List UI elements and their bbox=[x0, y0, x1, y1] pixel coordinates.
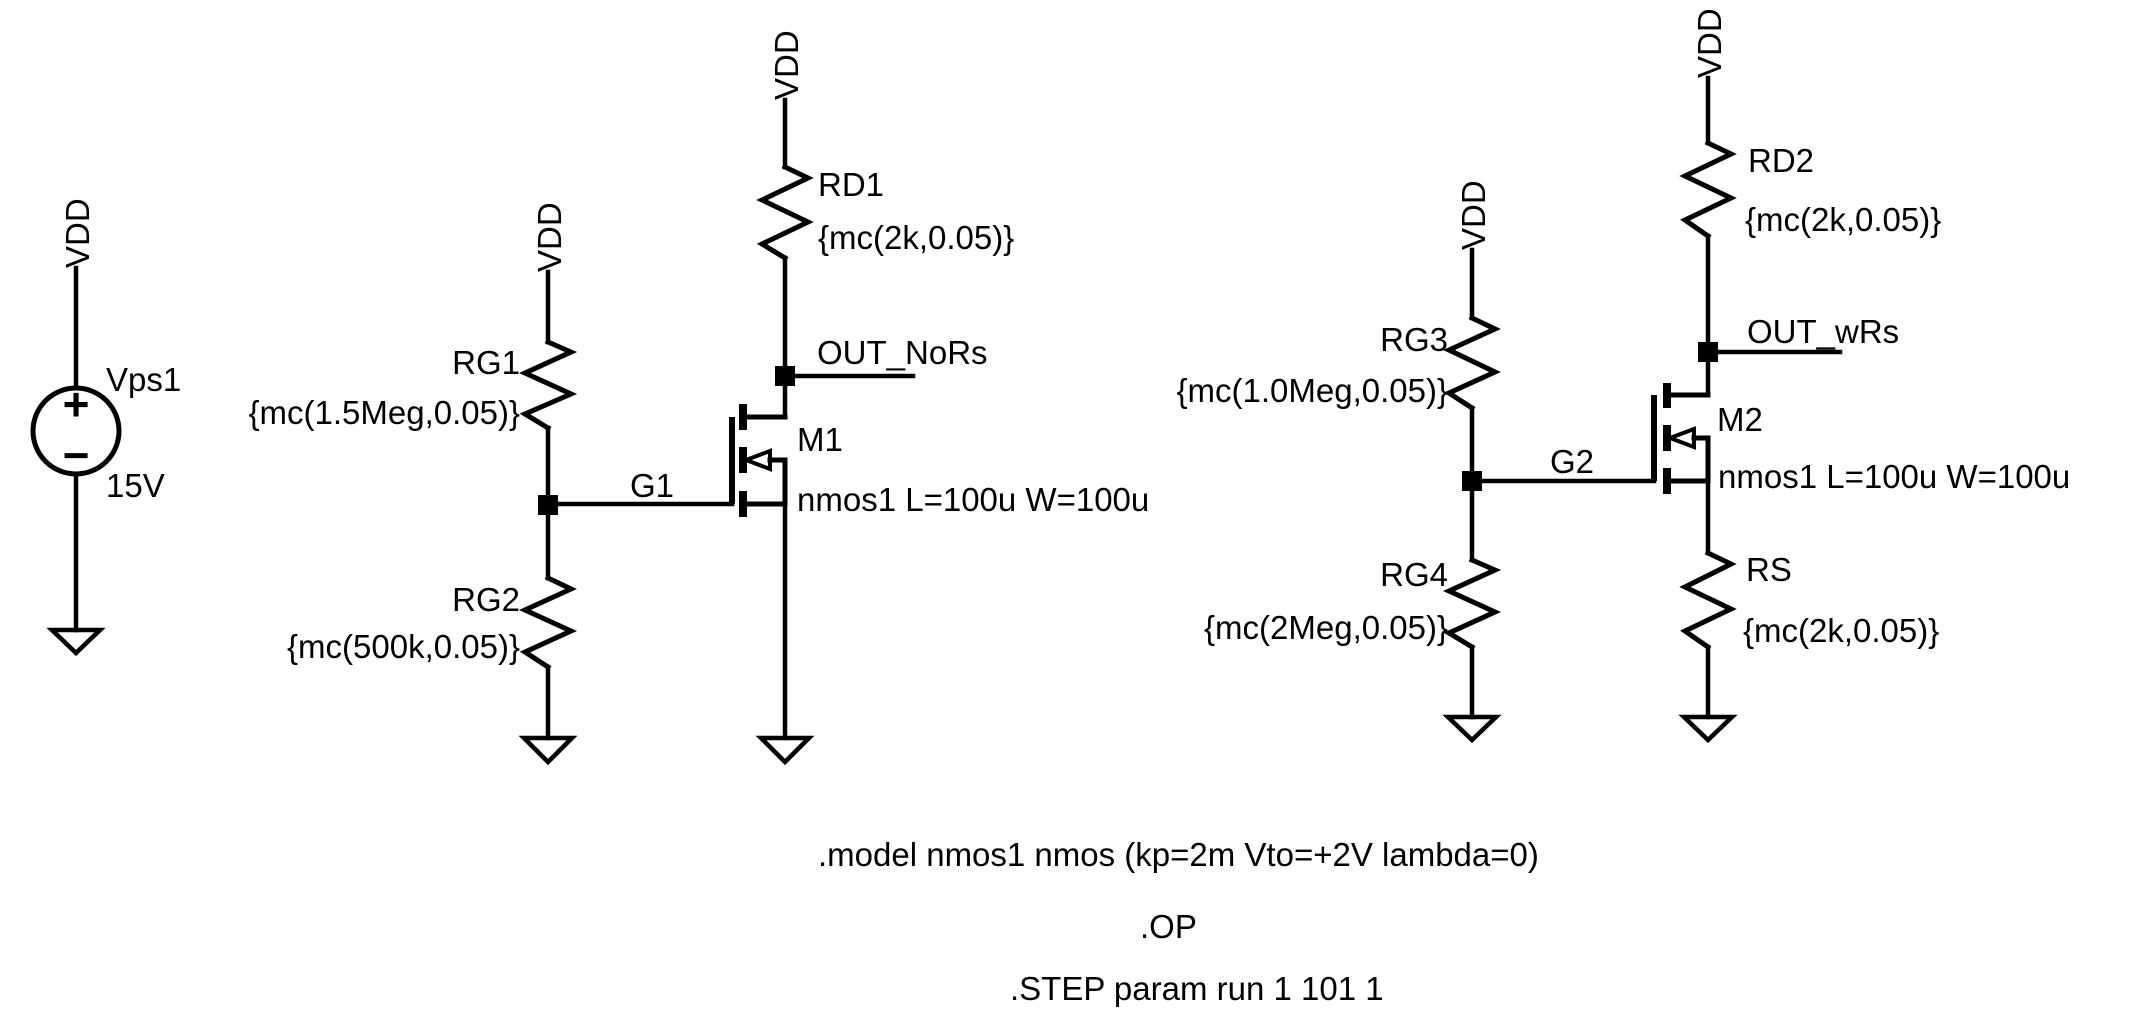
rg3-designator[interactable]: RG3 bbox=[1380, 321, 1448, 358]
resistor-rg3[interactable] bbox=[1443, 314, 1501, 412]
net-label-vdd-rg3[interactable]: VDD bbox=[1455, 180, 1492, 250]
net-label-vdd-rg1[interactable]: VDD bbox=[531, 202, 568, 272]
rg3-value[interactable]: {mc(1.0Meg,0.05)} bbox=[1177, 372, 1448, 409]
rd2-value[interactable]: {mc(2k,0.05)} bbox=[1745, 201, 1941, 238]
resistor-rd1[interactable] bbox=[756, 163, 814, 262]
net-label-vdd-rd1[interactable]: VDD bbox=[768, 30, 805, 100]
stage-2: VDD RD2 {mc(2k,0.05)} OUT_wRs M2 nmos1 L… bbox=[1651, 8, 2070, 744]
m2-designator[interactable]: M2 bbox=[1717, 401, 1763, 438]
rd2-designator[interactable]: RD2 bbox=[1748, 142, 1814, 179]
rg4-designator[interactable]: RG4 bbox=[1380, 556, 1448, 593]
directive-op[interactable]: .OP bbox=[1140, 908, 1197, 945]
net-label-g1[interactable]: G1 bbox=[630, 467, 674, 504]
m2-model[interactable]: nmos1 L=100u W=100u bbox=[1718, 458, 2070, 495]
rg2-value[interactable]: {mc(500k,0.05)} bbox=[287, 628, 520, 665]
directive-step[interactable]: .STEP param run 1 101 1 bbox=[1010, 970, 1384, 1007]
rs-designator[interactable]: RS bbox=[1746, 551, 1792, 588]
divider-left: VDD RG1 {mc(1.5Meg,0.05)} G1 RG2 {mc(500… bbox=[249, 202, 735, 766]
ground-symbol-rg4[interactable] bbox=[1442, 714, 1502, 744]
divider-right: VDD RG3 {mc(1.0Meg,0.05)} G2 RG4 {mc(2Me… bbox=[1177, 180, 1657, 744]
source-designator[interactable]: Vps1 bbox=[106, 361, 181, 398]
m1-designator[interactable]: M1 bbox=[797, 421, 843, 458]
rd1-designator[interactable]: RD1 bbox=[818, 166, 884, 203]
rs-value[interactable]: {mc(2k,0.05)} bbox=[1743, 612, 1939, 649]
m1-bulk-arrow bbox=[740, 448, 772, 472]
resistor-rs[interactable] bbox=[1679, 549, 1737, 651]
source-value[interactable]: 15V bbox=[106, 467, 165, 504]
resistor-rg2[interactable] bbox=[518, 574, 578, 671]
rg4-value[interactable]: {mc(2Meg,0.05)} bbox=[1204, 609, 1448, 646]
net-label-vdd-rd2[interactable]: VDD bbox=[1691, 8, 1728, 78]
m1-model[interactable]: nmos1 L=100u W=100u bbox=[797, 481, 1149, 518]
voltage-source-vps1[interactable]: VDD + − Vps1 15V bbox=[30, 198, 181, 657]
mosfet-m1[interactable] bbox=[729, 404, 788, 517]
stage-1: VDD RD1 {mc(2k,0.05)} OUT_NoRs M1 nmos1 … bbox=[729, 30, 1149, 766]
net-label-g2[interactable]: G2 bbox=[1550, 443, 1594, 480]
resistor-rg1[interactable] bbox=[518, 338, 578, 432]
rg2-designator[interactable]: RG2 bbox=[452, 581, 520, 618]
m2-bulk-arrow bbox=[1664, 426, 1696, 450]
ground-symbol-rs[interactable] bbox=[1678, 714, 1738, 744]
net-label-vdd-source[interactable]: VDD bbox=[59, 198, 96, 268]
rg1-designator[interactable]: RG1 bbox=[452, 344, 520, 381]
ground-symbol-source[interactable] bbox=[46, 627, 106, 657]
net-label-out-no-rs[interactable]: OUT_NoRs bbox=[817, 334, 988, 371]
mosfet-m2[interactable] bbox=[1651, 383, 1711, 494]
resistor-rg4[interactable] bbox=[1442, 556, 1502, 651]
ground-symbol-rg2[interactable] bbox=[518, 735, 578, 766]
net-label-out-w-rs[interactable]: OUT_wRs bbox=[1747, 313, 1899, 350]
rd1-value[interactable]: {mc(2k,0.05)} bbox=[818, 219, 1014, 256]
plus-sign: + bbox=[63, 378, 90, 430]
resistor-rd2[interactable] bbox=[1679, 139, 1737, 240]
spice-directives: .model nmos1 nmos (kp=2m Vto=+2V lambda=… bbox=[818, 836, 1539, 1007]
rg1-value[interactable]: {mc(1.5Meg,0.05)} bbox=[249, 394, 520, 431]
directive-model[interactable]: .model nmos1 nmos (kp=2m Vto=+2V lambda=… bbox=[818, 836, 1539, 873]
ground-symbol-m1[interactable] bbox=[755, 735, 815, 766]
